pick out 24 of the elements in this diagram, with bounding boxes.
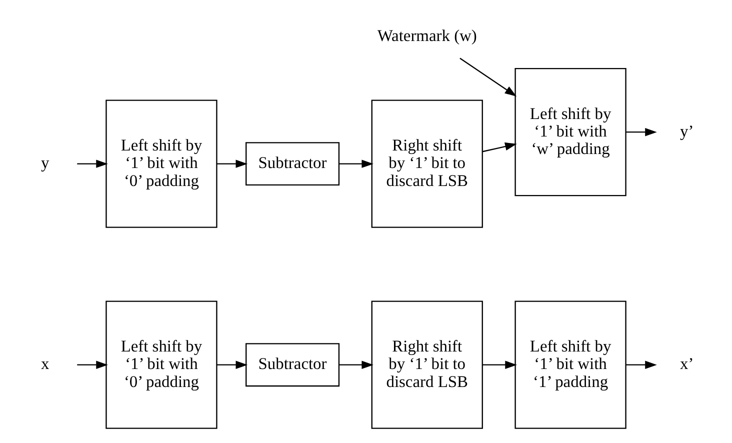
node-box: Left shift by ‘1’ bit with ‘w’ padding [514, 68, 626, 196]
node-box: Left shift by ‘1’ bit with ‘1’ padding [514, 300, 626, 428]
node-text: x [40, 354, 50, 373]
node-text: Watermark (w) [377, 26, 477, 45]
node-box: Subtractor [246, 142, 340, 186]
arrow [626, 127, 657, 136]
arrow [216, 159, 248, 168]
arrow [339, 360, 374, 368]
arrow [77, 159, 108, 168]
node-box: Right shift by ‘1’ bit to discard LSB [371, 300, 483, 428]
node-text: y’ [680, 120, 694, 140]
node-box: Left shift by ‘1’ bit with ‘0’ padding [106, 300, 218, 428]
arrow [482, 360, 517, 368]
arrow [626, 360, 657, 368]
node-box: Right shift by ‘1’ bit to discard LSB [371, 99, 483, 228]
arrow [339, 159, 374, 168]
arrow [460, 57, 517, 96]
arrow [77, 360, 108, 368]
node-text: y [40, 152, 50, 172]
node-box: Left shift by ‘1’ bit with ‘0’ padding [106, 99, 218, 228]
node-box: Subtractor [246, 342, 340, 386]
arrow [216, 360, 248, 368]
arrow [482, 142, 517, 152]
node-text: x’ [680, 354, 694, 373]
